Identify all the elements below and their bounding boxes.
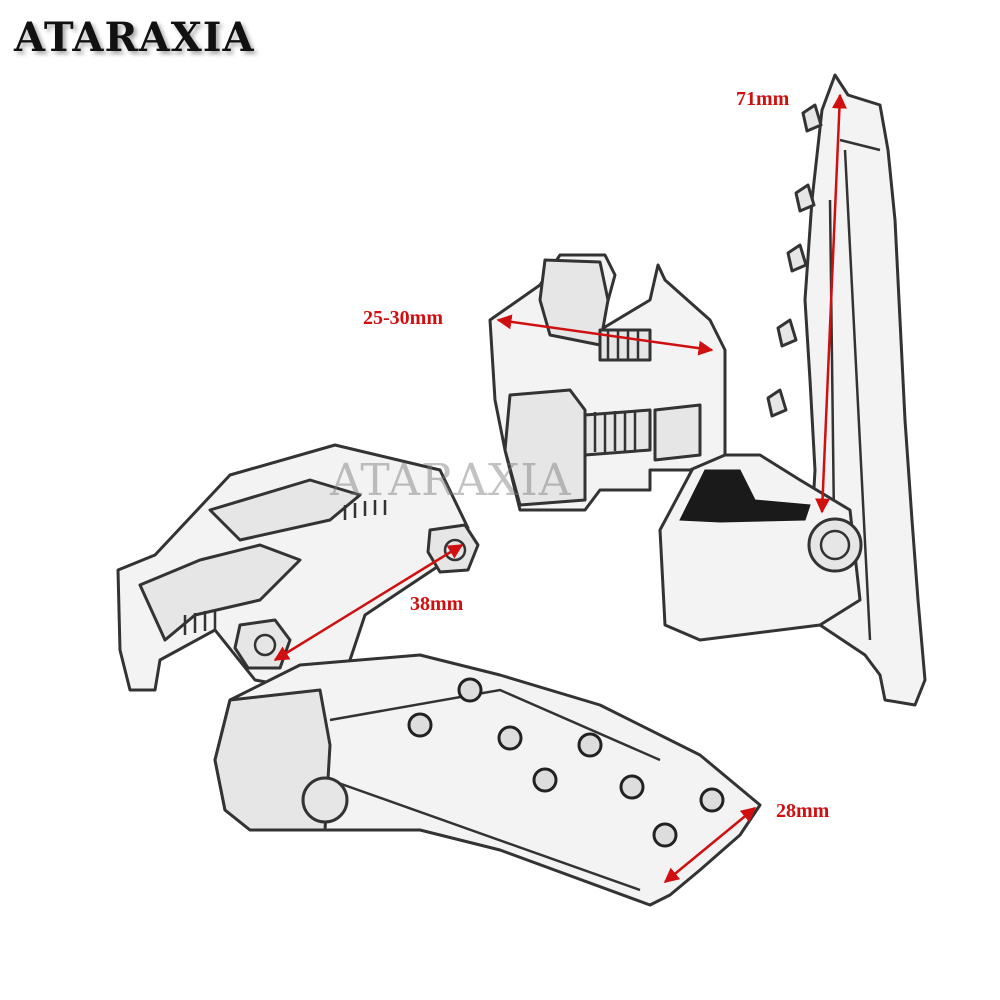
watermark-text: ATARAXIA	[330, 455, 572, 506]
right-footpeg-drawing	[488, 73, 927, 707]
clamp-range-dimension-label: 25-30mm	[363, 307, 443, 329]
bolt-span-dimension-label: 38mm	[410, 593, 464, 615]
clamp-range-arrow	[496, 314, 714, 356]
height-arrow	[815, 93, 847, 514]
bolt-span-arrow	[273, 543, 464, 662]
height-dimension-label: 71mm	[736, 88, 790, 110]
brand-logo: ATARAXIA	[14, 14, 255, 61]
pedal-width-dimension-label: 28mm	[776, 800, 830, 822]
pedal-width-arrow	[663, 807, 757, 883]
left-footpeg-drawing	[116, 443, 762, 907]
